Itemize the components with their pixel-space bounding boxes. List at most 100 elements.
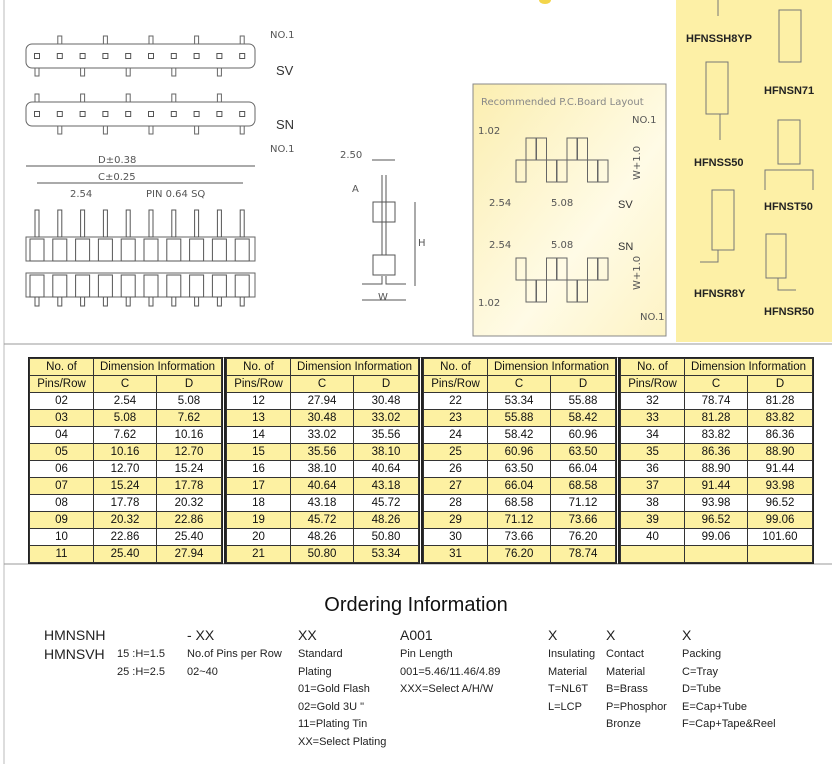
cell-c: 68.58 — [487, 494, 551, 512]
cell-p: 31 — [423, 545, 488, 563]
cell-d: 15.24 — [156, 460, 222, 478]
cell-p: 08 — [29, 494, 94, 512]
ordering-line: B=Brass — [606, 683, 648, 695]
pcb-pad — [577, 137, 588, 161]
ordering-line: Standard — [298, 648, 343, 660]
cell-d: 66.04 — [550, 460, 616, 478]
cell-d: 33.02 — [353, 409, 419, 427]
cell-p: 36 — [620, 460, 685, 478]
cell-c: 96.52 — [684, 511, 748, 529]
pin-body — [52, 238, 68, 262]
cell-p: 02 — [29, 392, 94, 410]
h-dim: H — [418, 238, 426, 249]
ordering-line: Bronze — [606, 718, 641, 730]
cell-d: 81.28 — [747, 392, 813, 410]
pin-body — [189, 274, 205, 298]
pin-body — [211, 238, 227, 262]
pin-tail — [239, 125, 245, 135]
cell-c: 63.50 — [487, 460, 551, 478]
cell-d: 48.26 — [353, 511, 419, 529]
col-header-pins-row: Pins/Row — [620, 375, 685, 393]
no1-label-sn: NO.1 — [270, 144, 295, 155]
cell-p: 33 — [620, 409, 685, 427]
cell-d: 22.86 — [156, 511, 222, 529]
pin-body — [97, 238, 113, 262]
pin-body — [75, 238, 91, 262]
table-row — [620, 545, 813, 563]
w-dim: W — [378, 292, 388, 303]
cell-p: 40 — [620, 528, 685, 546]
pin-square — [102, 111, 109, 117]
pin — [171, 209, 177, 238]
pin-square — [239, 111, 246, 117]
cell-p: 18 — [226, 494, 291, 512]
cell-c: 91.44 — [684, 477, 748, 495]
cell-c: 50.80 — [290, 545, 354, 563]
pcb-pad-dim-sn: 1.02 — [478, 298, 500, 309]
header-strip-sv — [25, 43, 256, 69]
col-header-pins-row: Pins/Row — [29, 375, 94, 393]
pin-tail — [34, 67, 40, 77]
pin-tail — [125, 296, 131, 307]
cell-c: 20.32 — [93, 511, 157, 529]
ordering-line: Material — [606, 665, 646, 678]
pin-tail — [102, 35, 108, 45]
pin-body — [29, 274, 45, 298]
cell-p: 13 — [226, 409, 291, 427]
pcb-sn-label: SN — [618, 241, 633, 253]
pin-tail — [80, 93, 86, 103]
pin-square — [125, 53, 132, 59]
cell-p: 04 — [29, 426, 94, 444]
cell-d: 38.10 — [353, 443, 419, 461]
pcb-pad — [536, 137, 547, 161]
cell-p: 19 — [226, 511, 291, 529]
cell-p: 05 — [29, 443, 94, 461]
cell-p: 24 — [423, 426, 488, 444]
cell-c: 7.62 — [93, 426, 157, 444]
ordering-line: C=Tray — [682, 665, 718, 678]
sv-label: SV — [276, 63, 294, 78]
pin-tail — [171, 296, 177, 307]
pcb-pad — [515, 257, 527, 281]
cell-c: 35.56 — [290, 443, 354, 461]
pcb-pad — [556, 257, 568, 281]
ordering-line: 15 :H=1.5 — [117, 648, 166, 660]
ordering-line: T=NL6T — [548, 683, 589, 695]
pin-tail — [57, 296, 63, 307]
header-strip-sn — [25, 101, 256, 127]
ordering-line: F=Cap+Tape&Reel — [682, 718, 776, 730]
col-header-pins: No. of — [29, 358, 94, 376]
pin-tail — [148, 35, 154, 45]
ordering-line: Pin Length — [400, 648, 453, 660]
side-view — [362, 159, 416, 301]
cell-c: 40.64 — [290, 477, 354, 495]
cell-d: 12.70 — [156, 443, 222, 461]
pin-body — [143, 274, 159, 298]
cell-c: 53.34 — [487, 392, 551, 410]
pin — [102, 209, 108, 238]
pin-body — [52, 274, 68, 298]
cell-p: 35 — [620, 443, 685, 461]
col-header-pins: No. of — [620, 358, 685, 376]
side-width-dim: 2.50 — [340, 150, 362, 161]
col-header-c: C — [290, 375, 354, 393]
cell-d: 17.78 — [156, 477, 222, 495]
c-dimension: C±0.25 — [98, 172, 136, 183]
cell-p: 29 — [423, 511, 488, 529]
variant-label: HFNSS50 — [694, 157, 744, 169]
